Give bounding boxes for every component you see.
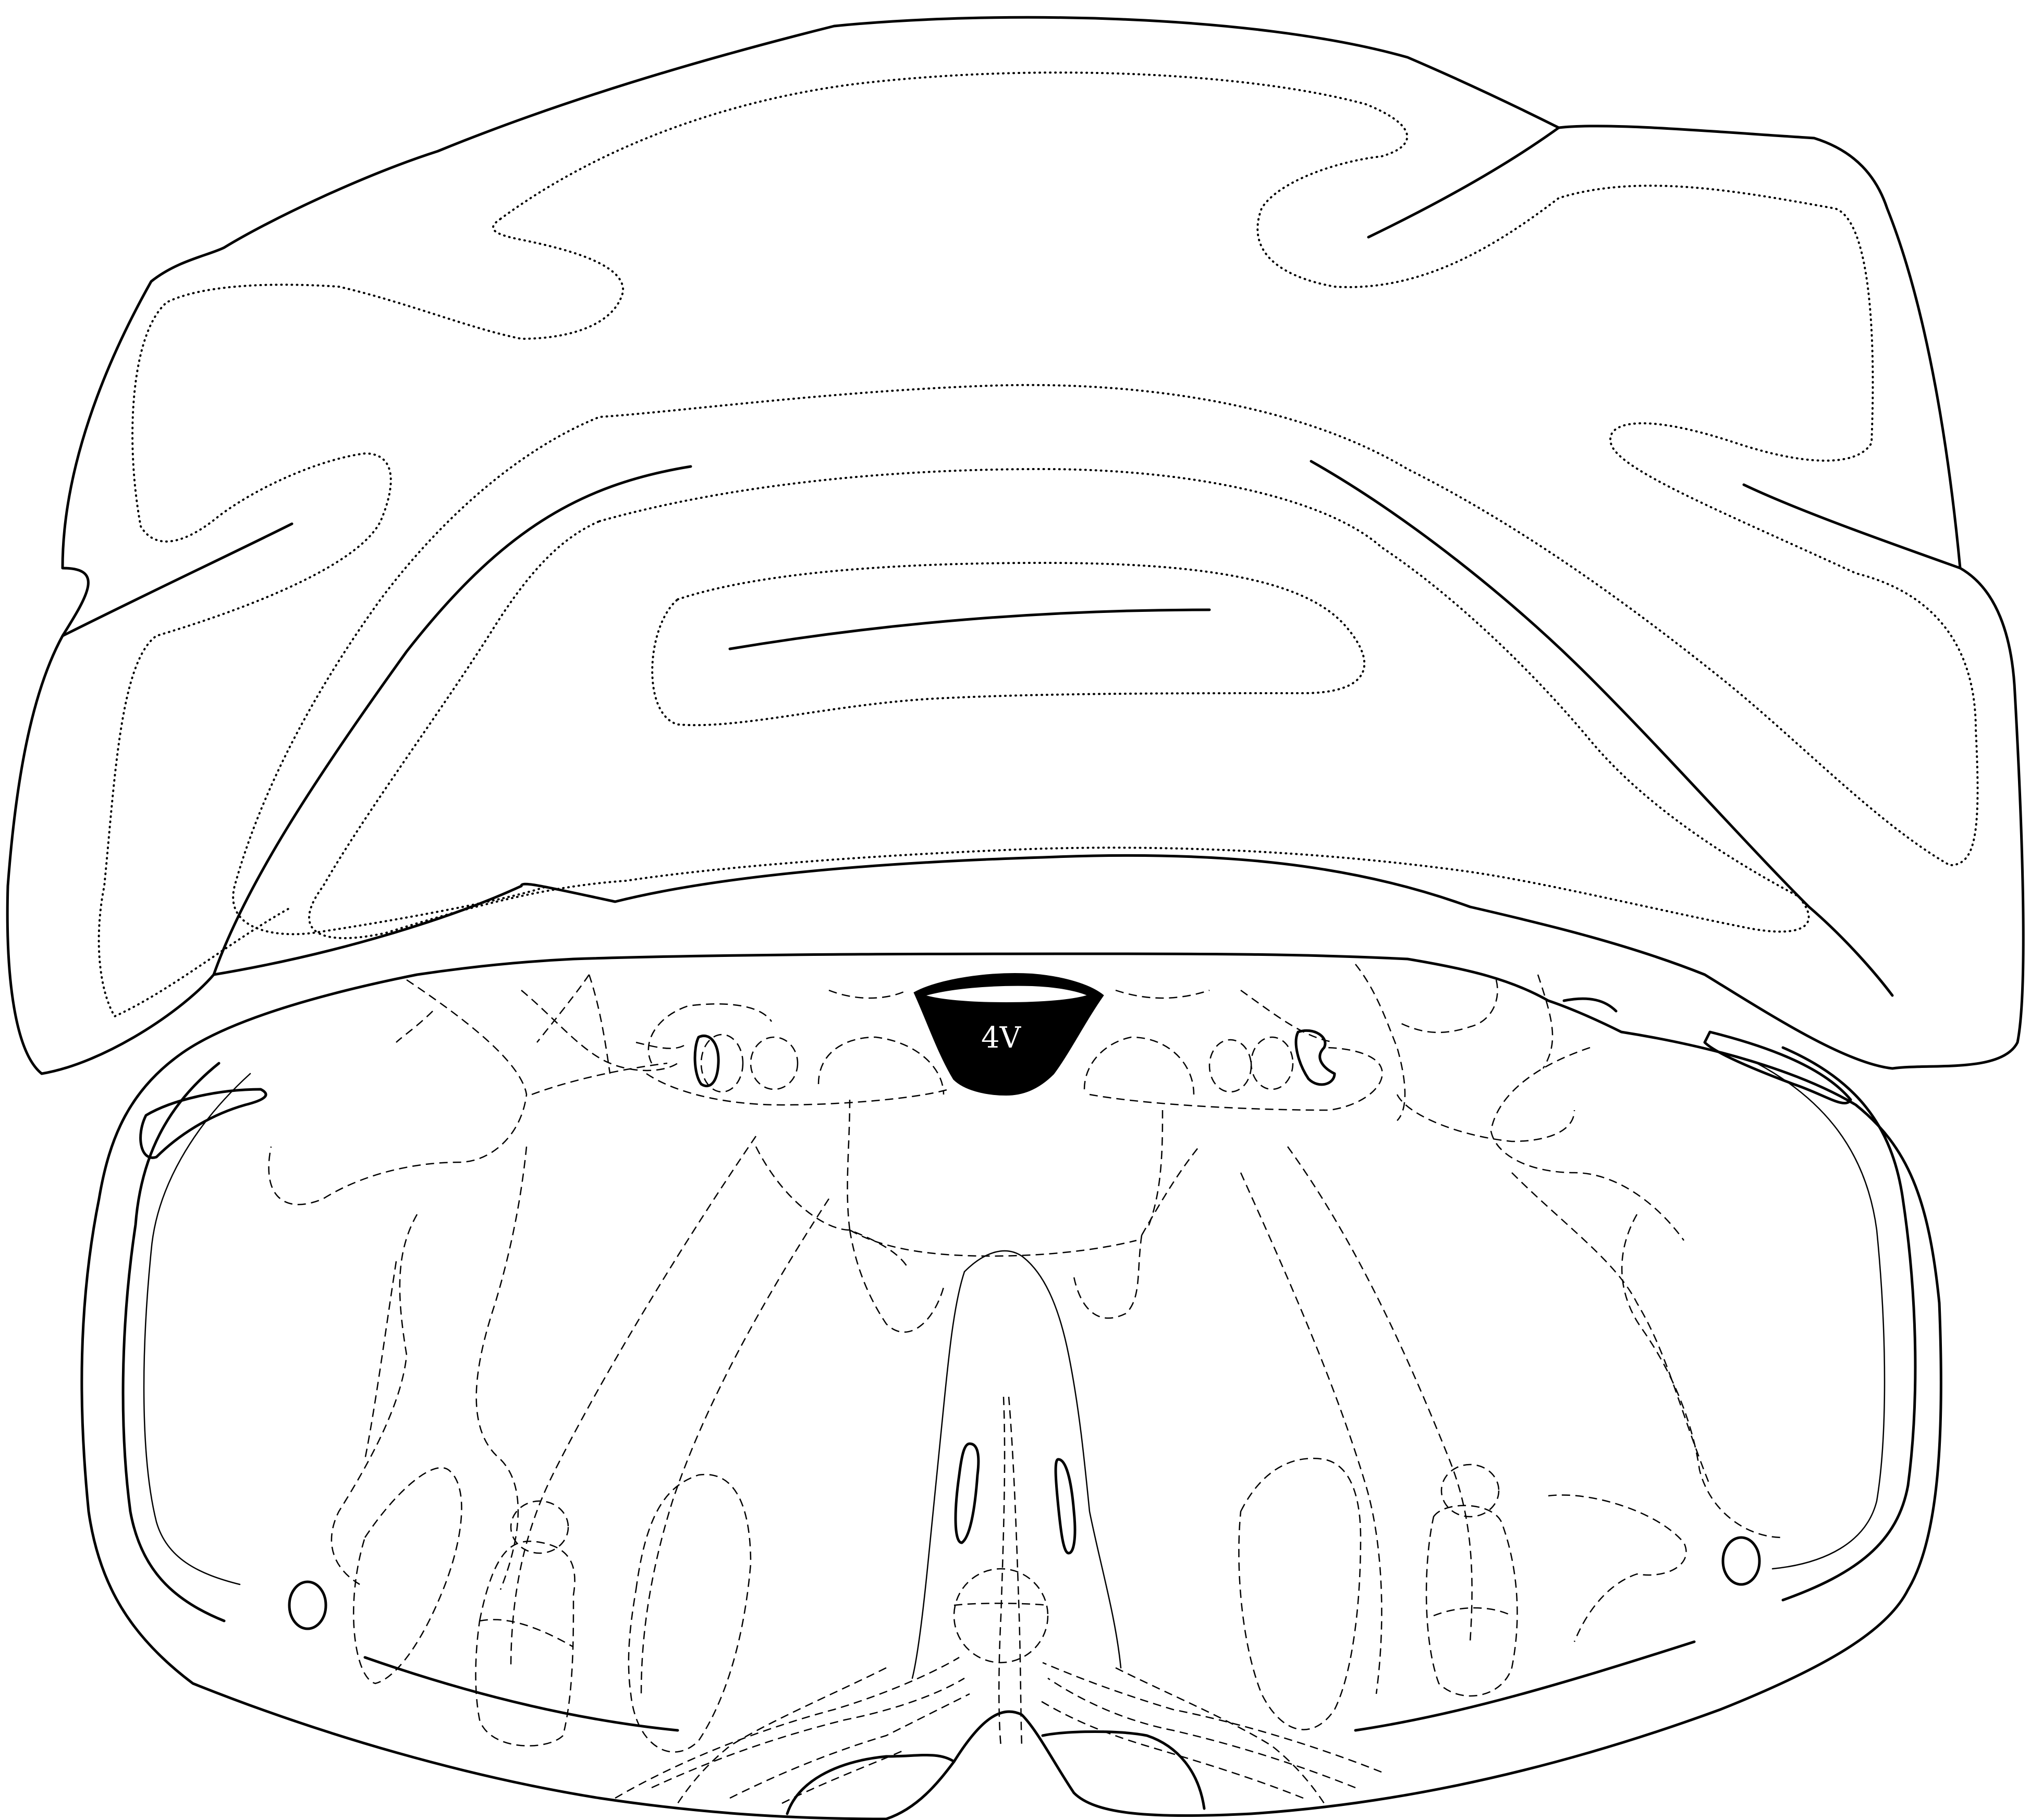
nucleus-contour [353,1468,461,1683]
nucleus-contour [511,1136,756,1668]
cerebellum-outline [7,17,2023,1074]
nucleus-contour [641,1199,829,1694]
nucleus-contour [1397,1095,1574,1141]
nucleus-contour [1209,1040,1251,1092]
nucleus-contour [649,1004,772,1063]
oval-structure [1723,1538,1759,1584]
brainstem-inner-outline [1757,1063,1885,1569]
nucleus-contour [848,1100,850,1230]
lateral-structure [1705,1032,1851,1103]
cerebellum [7,17,2023,1074]
nucleus-contour [589,975,610,1074]
nucleus-contour [1426,1506,1517,1696]
nucleus-contour [756,1147,907,1266]
midline-raphe [999,1397,1005,1746]
nucleus-contour [730,1694,970,1798]
nucleus-contour [782,1751,902,1803]
nucleus-contour [629,1474,751,1752]
nucleus-contour [646,1074,949,1105]
fissure [214,466,691,975]
nucleus-contour [1147,1110,1163,1230]
nucleus-contour [1251,1037,1293,1089]
nucleus-contour [1434,1608,1512,1616]
nucleus-contour [751,1037,798,1089]
nucleus-contour [636,1042,688,1049]
nucleus-contour [652,1678,964,1788]
nucleus-contour [480,1619,573,1647]
nucleus-contour [1043,1663,1381,1772]
oval-structure [289,1582,326,1629]
nucleus-contour [537,975,589,1042]
nucleus-contour [701,1035,743,1092]
medial-slit [956,1444,979,1543]
fissure [1368,128,1559,237]
brainstem-inner-outline [123,1063,224,1621]
brainstem-inner-outline [144,1074,250,1584]
nucleus-contour [1512,1173,1710,1485]
fissure [1311,461,1892,995]
nucleus-contour [532,1063,667,1095]
medial-slit [1056,1459,1075,1553]
fissure [730,610,1209,649]
fourth-ventricle-label: 4V [981,1021,1022,1055]
brainstem-inner-outline [1783,1048,1915,1600]
nucleus-contour [1241,1173,1381,1694]
nucleus-contour [615,1657,959,1798]
nucleus-contour [850,1230,944,1332]
pyramid-right [1043,1732,1204,1809]
nucleus-contour [396,1011,433,1042]
nucleus-contour [829,990,907,998]
nucleus-contour [1491,1048,1684,1240]
nucleus-contour [1239,1458,1361,1729]
nucleus-contour [1090,1048,1383,1110]
nucleus-contour [511,1501,568,1553]
nucleus-contour [1355,964,1405,1121]
nucleus-contour [1116,990,1209,998]
nucleus-contour [1397,980,1498,1032]
lateral-structure [141,1089,266,1158]
nucleus-contour [1538,975,1552,1068]
nucleus-contour [476,1541,575,1745]
granular-layer-contour [99,219,623,1016]
fourth-ventricle: 4V [915,974,1103,1095]
nucleus-contour [332,1214,417,1584]
nucleus-contour [678,1668,886,1803]
granular-layer-contour [309,469,1809,938]
granular-layer-contour [233,72,1977,934]
nucleus-contour [1084,1037,1194,1095]
nucleus-contour [365,1261,396,1459]
midline-raphe [912,1272,964,1678]
basal-contour [1355,1642,1694,1730]
small-loop [1296,1030,1335,1085]
nucleus-contour [269,980,527,1204]
nucleus-contour [1622,1214,1783,1538]
nucleus-contour [476,1147,527,1590]
nucleus-contour [818,1037,944,1095]
nucleus-contour [1074,1235,1142,1318]
fissure [1744,485,1960,568]
nucleus-contour [1548,1495,1686,1642]
nucleus-contour [1441,1465,1499,1517]
